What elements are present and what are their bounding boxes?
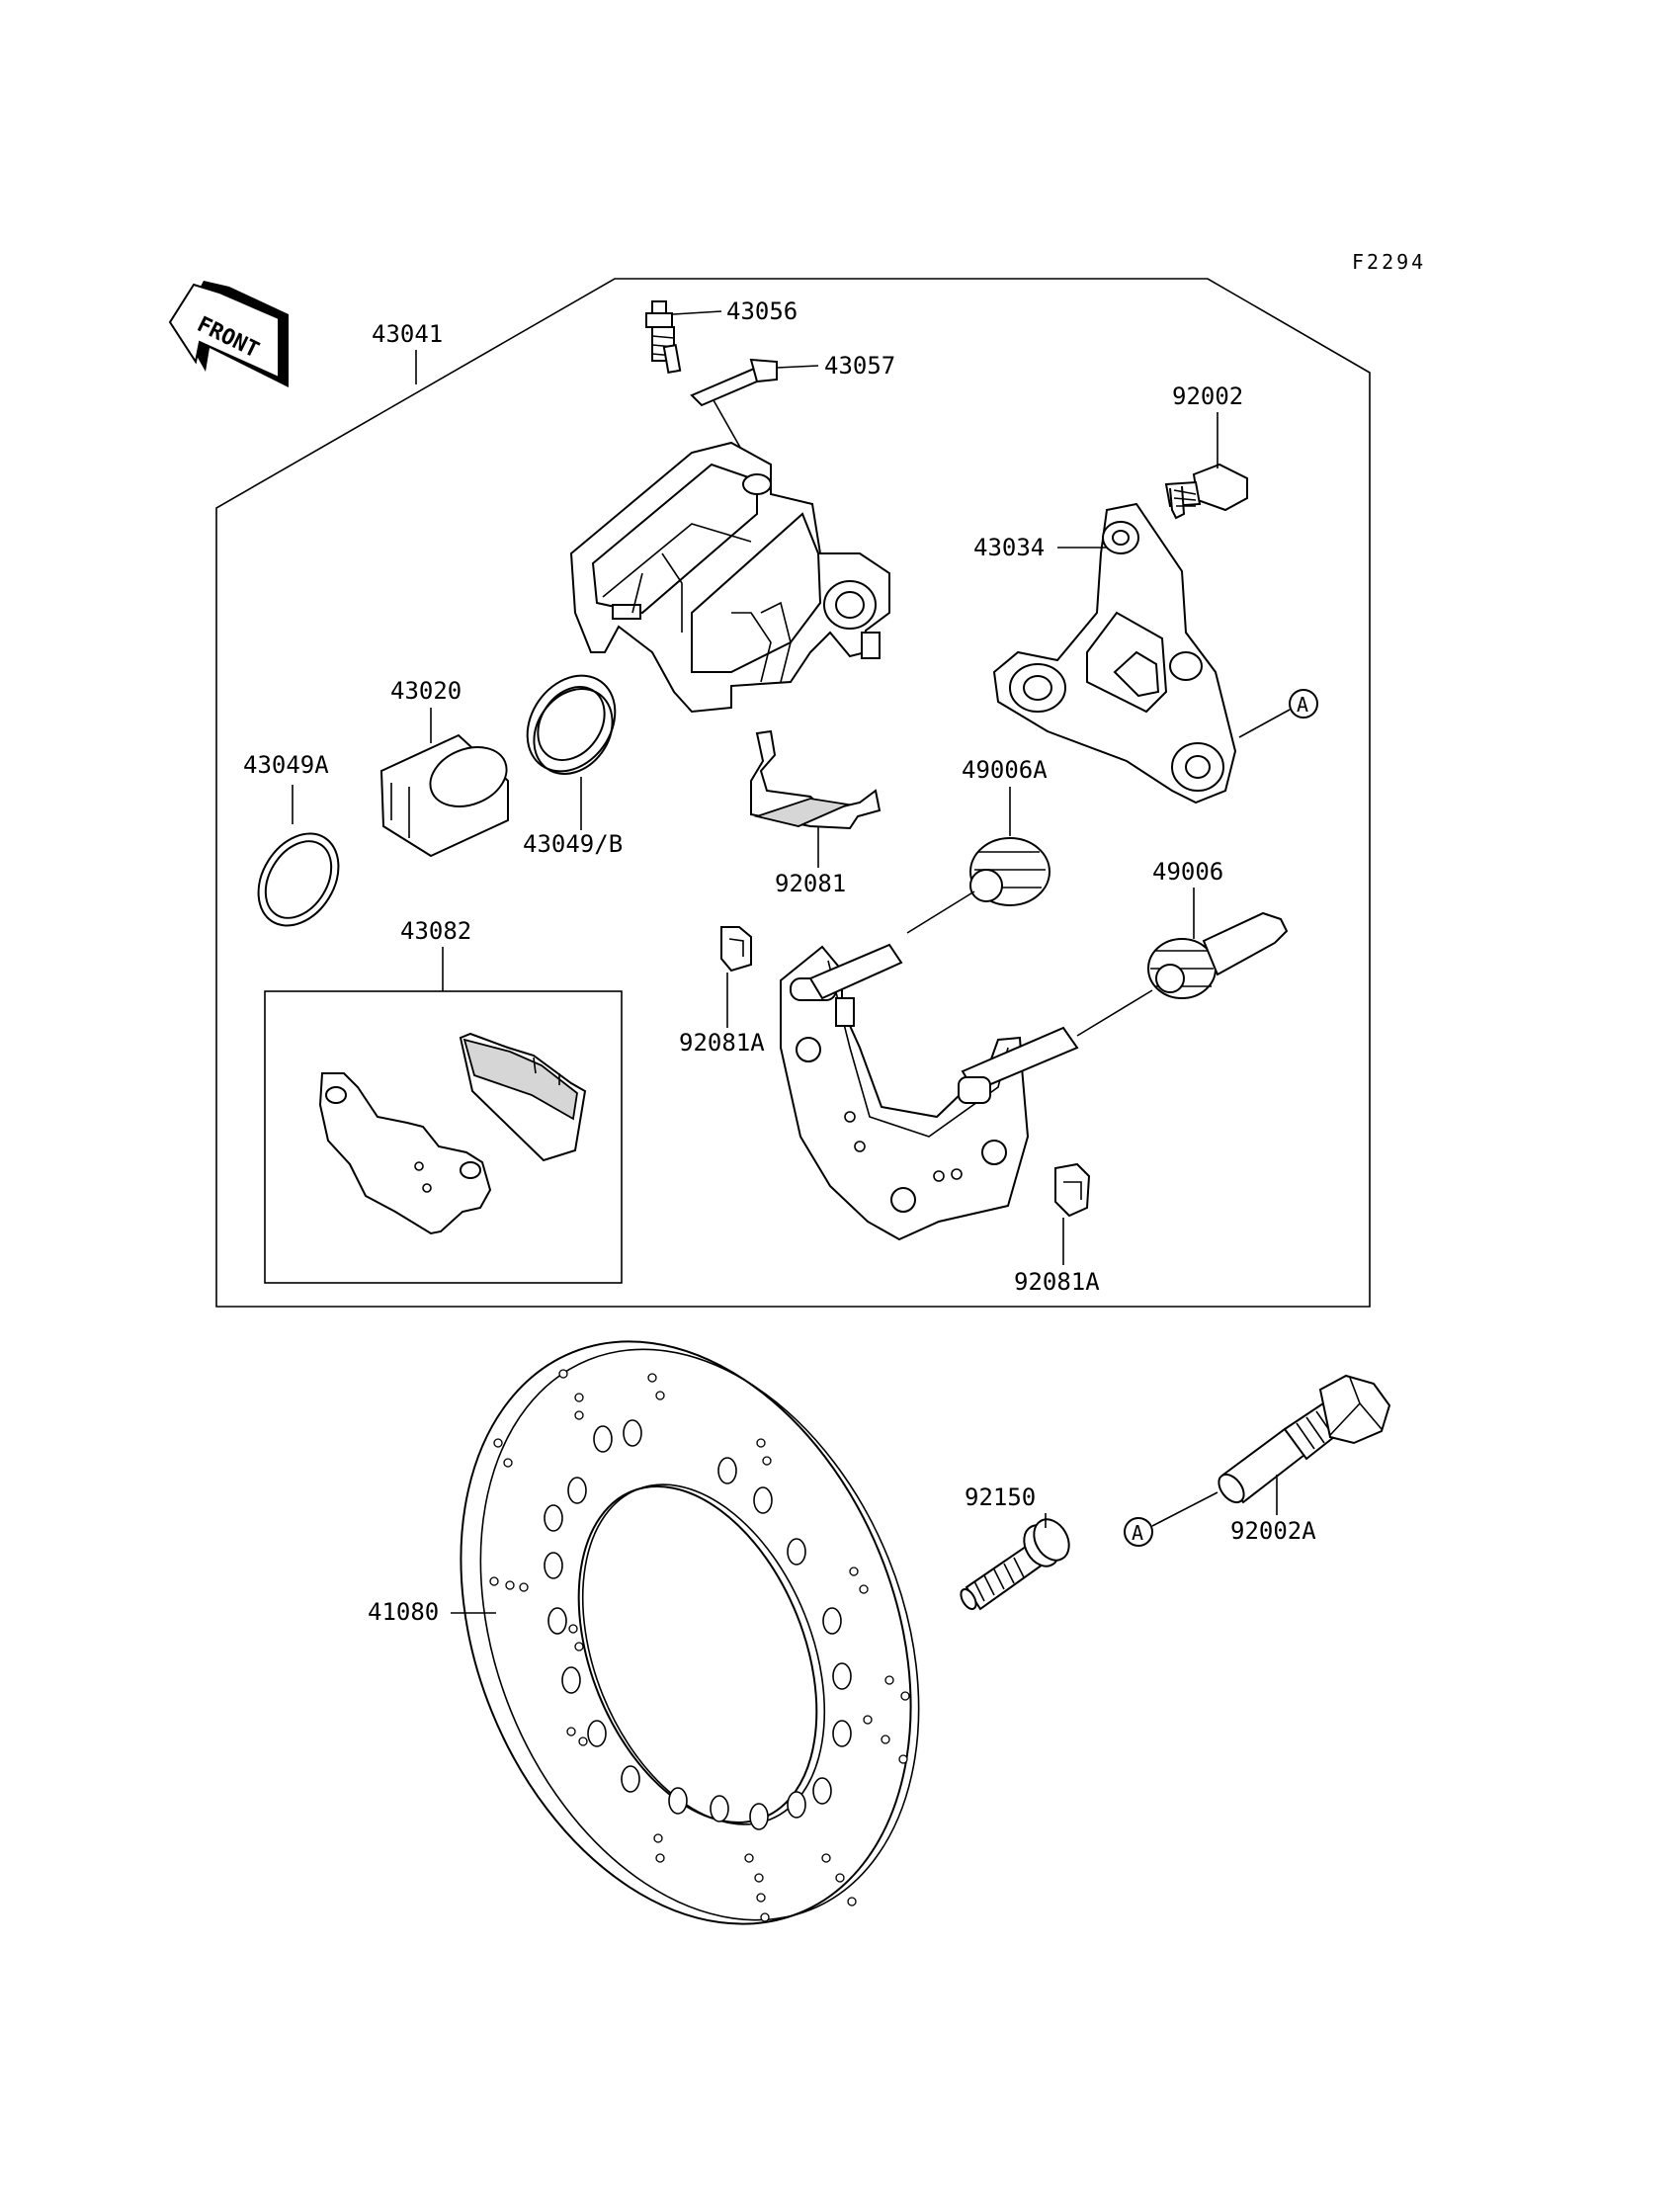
label-43049B: 43049/B xyxy=(523,830,623,858)
label-49006A: 49006A xyxy=(962,756,1048,784)
clip-left xyxy=(720,926,752,973)
clip-right xyxy=(1054,1162,1091,1218)
disc-bolt xyxy=(960,1518,1070,1611)
pad-spring xyxy=(750,729,882,830)
piston-seal-a xyxy=(257,832,340,927)
piston xyxy=(379,733,509,858)
figure-code: F2294 xyxy=(1352,250,1426,274)
label-43034: 43034 xyxy=(973,534,1045,561)
bleed-valve xyxy=(645,300,682,375)
label-92081A-left: 92081A xyxy=(679,1029,765,1057)
label-92081: 92081 xyxy=(775,870,846,897)
leader-49006-axis xyxy=(1076,989,1153,1037)
front-arrow-icon: FRONT xyxy=(168,281,289,387)
caliper-assembly-outline xyxy=(215,278,1371,1308)
label-43082: 43082 xyxy=(400,917,471,945)
label-41080: 41080 xyxy=(368,1598,439,1626)
ref-a-marker-top: A xyxy=(1289,689,1318,719)
bracket-long-bolt xyxy=(1218,1374,1391,1504)
label-43020: 43020 xyxy=(390,677,462,705)
label-92002A: 92002A xyxy=(1230,1517,1316,1545)
leader-ref-a-top xyxy=(1238,709,1291,738)
piston-seal-b xyxy=(526,674,617,775)
label-49006: 49006 xyxy=(1152,858,1223,886)
svg-text:A: A xyxy=(1297,693,1308,717)
ref-a-marker-bottom: A xyxy=(1124,1517,1153,1547)
caliper-bracket-plate xyxy=(992,502,1237,805)
brake-disc xyxy=(460,1340,920,1925)
caliper-holder xyxy=(780,943,1079,1241)
leader-43057 xyxy=(776,365,819,369)
label-92081A-right: 92081A xyxy=(1014,1268,1100,1296)
brake-pad-back xyxy=(318,1072,492,1235)
pin-boot xyxy=(1147,911,1289,999)
caliper-body xyxy=(569,441,890,714)
label-43057: 43057 xyxy=(824,352,895,380)
leader-49006A-axis xyxy=(906,890,975,934)
label-92150: 92150 xyxy=(965,1483,1036,1511)
label-43056: 43056 xyxy=(726,297,798,325)
bracket-bolt xyxy=(1164,463,1248,520)
svg-text:A: A xyxy=(1132,1521,1143,1545)
label-92002: 92002 xyxy=(1172,382,1243,410)
pin-boot-a xyxy=(969,837,1050,906)
brake-pad-front xyxy=(459,1032,587,1162)
bleed-cap xyxy=(690,358,778,407)
label-43041: 43041 xyxy=(372,320,443,348)
leader-ref-a-bottom xyxy=(1151,1491,1218,1527)
leader-43056 xyxy=(672,310,722,315)
label-43049A: 43049A xyxy=(243,751,329,779)
